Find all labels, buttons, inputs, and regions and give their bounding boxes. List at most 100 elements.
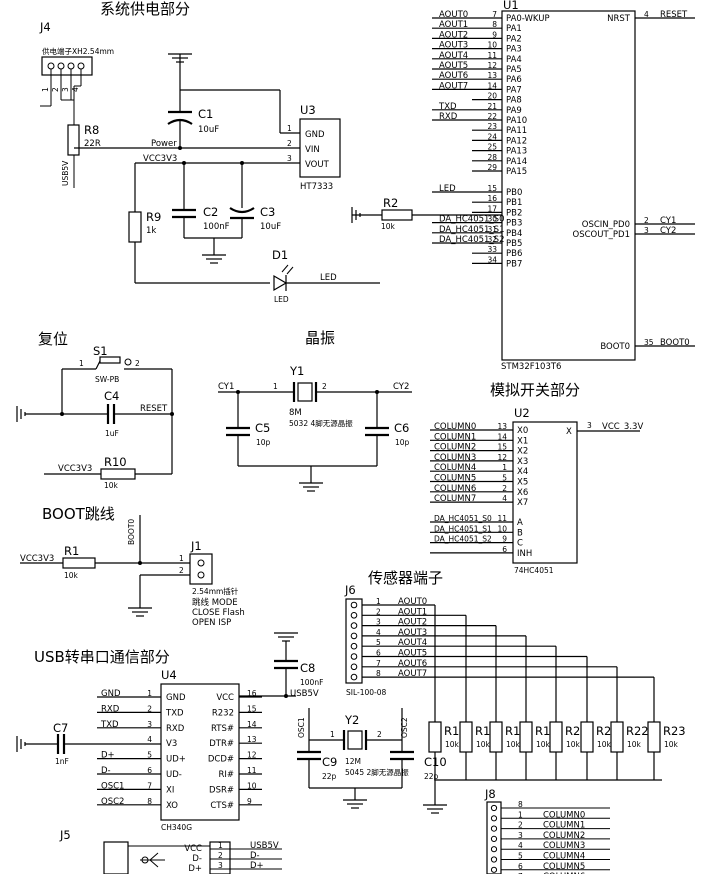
c5-value: 10p [256, 438, 271, 447]
sensor-resistor-value: 10k [664, 740, 679, 749]
u2-pin-name: X3 [517, 457, 528, 467]
c6-capacitor [365, 392, 389, 466]
j5-net-label: D- [250, 851, 260, 861]
u2-pin-number: 13 [497, 422, 507, 431]
j6-pin-circle [350, 622, 358, 629]
u1-pin-number: 33 [487, 245, 497, 254]
j1-pin-1: 1 [179, 554, 184, 563]
c2-value: 100nF [203, 222, 230, 232]
u2-pin-name: X0 [517, 426, 528, 436]
sensor-resistor [519, 721, 533, 753]
u2-net-label: COLUMN5 [434, 474, 476, 484]
j8-net-label: COLUMN1 [543, 821, 585, 831]
u3-pin-3: 3 [287, 154, 292, 163]
u1-pin-name: PB7 [506, 259, 522, 269]
u1-pin-name: PB0 [506, 188, 522, 198]
y2-value: 12M [345, 757, 361, 766]
u4-part: CH340G [161, 823, 192, 832]
c4-value: 1uF [105, 429, 119, 438]
j6-header [345, 598, 363, 684]
sensor-resistor-ref: R22 [626, 724, 649, 738]
u2-net-label: COLUMN4 [434, 463, 476, 473]
u4-pin-name: UD- [166, 770, 182, 780]
j6-pin-circle [350, 642, 358, 650]
sensor-resistors: R1510kR1710kR1810kR1910kR2010kR2110kR221… [428, 605, 686, 780]
c3-capacitor [229, 163, 255, 238]
y2-crystal [342, 730, 368, 750]
j8-net-label: COLUMN2 [543, 831, 585, 841]
u1-pin-number: 30 [487, 215, 497, 224]
j6-pin-number: 3 [376, 618, 381, 627]
j1-desc-1: 2.54mm插针 [192, 586, 239, 596]
j8-pin-number: 7 [518, 872, 523, 874]
j1-desc-4: OPEN ISP [192, 618, 231, 628]
u2-x-num: 3 [587, 421, 592, 430]
u2-pin-name: X5 [517, 478, 528, 488]
u2-pin-number: 10 [497, 524, 507, 533]
u4-net-label: RXD [101, 704, 120, 714]
u4-net-label: D- [101, 766, 111, 776]
u2-pin-number: 14 [497, 432, 507, 441]
y2-pin-1: 1 [330, 730, 335, 739]
y2-pin-2: 2 [377, 730, 382, 739]
ground-crystal [299, 466, 323, 492]
u1-pin-number: 8 [492, 20, 497, 29]
y2-ref: Y2 [344, 713, 359, 727]
sensor-resistor-value: 10k [566, 740, 581, 749]
c8-value: 100nF [300, 678, 323, 687]
u4-pin-number: 4 [147, 735, 152, 744]
u1-pin-number: 7 [492, 10, 497, 19]
reset-net: RESET [140, 404, 168, 414]
sensor-resistor-value: 10k [627, 740, 642, 749]
u3-chip [299, 118, 341, 178]
j1-jumper [189, 553, 213, 585]
ground-c4 [16, 406, 108, 422]
d1-ref: D1 [272, 248, 288, 262]
j6-pin-circle [350, 653, 358, 660]
u2-pin-name: X4 [517, 467, 528, 477]
title-usb: USB转串口通信部分 [34, 648, 170, 666]
sensor-resistor [580, 721, 594, 753]
sensor-resistor-value: 10k [445, 740, 460, 749]
u1-pin-name: PA6 [506, 75, 522, 85]
c10-capacitor [390, 750, 414, 788]
u1-right-net-label: CY2 [660, 226, 676, 236]
u1-pin-number: 17 [487, 204, 497, 213]
r9-value: 1k [146, 226, 156, 236]
u2-pin-name: X6 [517, 488, 528, 498]
j5-net-label: D+ [250, 861, 264, 871]
c2-capacitor [172, 163, 196, 238]
u2-pin-name: INH [517, 549, 532, 559]
u1-pin-number: 32 [487, 235, 497, 244]
title-power: 系统供电部分 [100, 0, 190, 18]
sensor-resistor [459, 721, 473, 753]
r1-value: 10k [64, 571, 79, 580]
u4-right-pin-name: DSR# [209, 785, 234, 795]
j5-net-label: USB5V [250, 841, 279, 851]
u4-pin-name: RXD [166, 724, 185, 734]
u4-pin-name: V3 [166, 739, 177, 749]
u1-right-pin-number: 35 [644, 338, 654, 347]
j5-pin-number: 3 [218, 861, 223, 870]
u1-pin-name: PA14 [506, 157, 527, 167]
u1-right-pin-name: NRST [607, 14, 631, 24]
title-crystal: 晶振 [305, 329, 335, 347]
j8-pin-number: 2 [518, 821, 523, 830]
u2-part: 74HC4051 [514, 566, 554, 575]
r2-resistor [381, 209, 413, 221]
j8-net-label: COLUMN6 [543, 872, 585, 874]
u1-pin-name: PA5 [506, 65, 522, 75]
r2-ref: R2 [383, 196, 398, 210]
s1-pin-2: 2 [135, 359, 140, 368]
j4-pin-3: 3 [61, 87, 70, 92]
c1-ref: C1 [198, 107, 213, 121]
u4-pin-name: TXD [165, 708, 184, 718]
u1-pin-name: PA13 [506, 147, 527, 157]
u1-net-label: AOUT3 [439, 41, 468, 51]
j5-pin-name: VCC [184, 844, 202, 854]
j4-pin-4: 4 [71, 87, 80, 92]
